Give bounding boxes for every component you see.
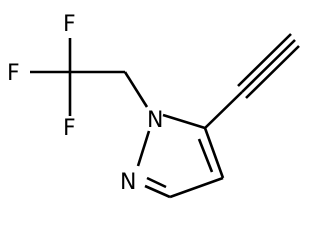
bond-c3-n2-inner [146, 176, 167, 189]
structure-canvas: F F F N N [7, 12, 300, 199]
bond-c5-c4 [203, 127, 225, 179]
fluorine-bottom-label: F [63, 116, 76, 141]
nitrogen-n1-label: N [147, 108, 163, 133]
bond-alkyne-main [241, 39, 296, 93]
bond-n1-c5 [162, 113, 206, 130]
bond-ch2-n1 [123, 71, 149, 108]
bond-c3-n2 [144, 184, 171, 199]
bond-c5-alkyne [204, 91, 243, 129]
bond-c5-c4-inner [197, 138, 214, 173]
nitrogen-n2-label: N [120, 170, 136, 195]
fluorine-left-label: F [7, 61, 20, 86]
bond-n2-n1 [136, 130, 151, 167]
bond-c4-c3 [169, 176, 224, 199]
fluorine-top-label: F [63, 12, 76, 37]
bond-alkyne-upper [237, 33, 292, 87]
bond-alkyne-lower [245, 45, 300, 99]
molecule-diagram: F F F N N [7, 12, 300, 199]
